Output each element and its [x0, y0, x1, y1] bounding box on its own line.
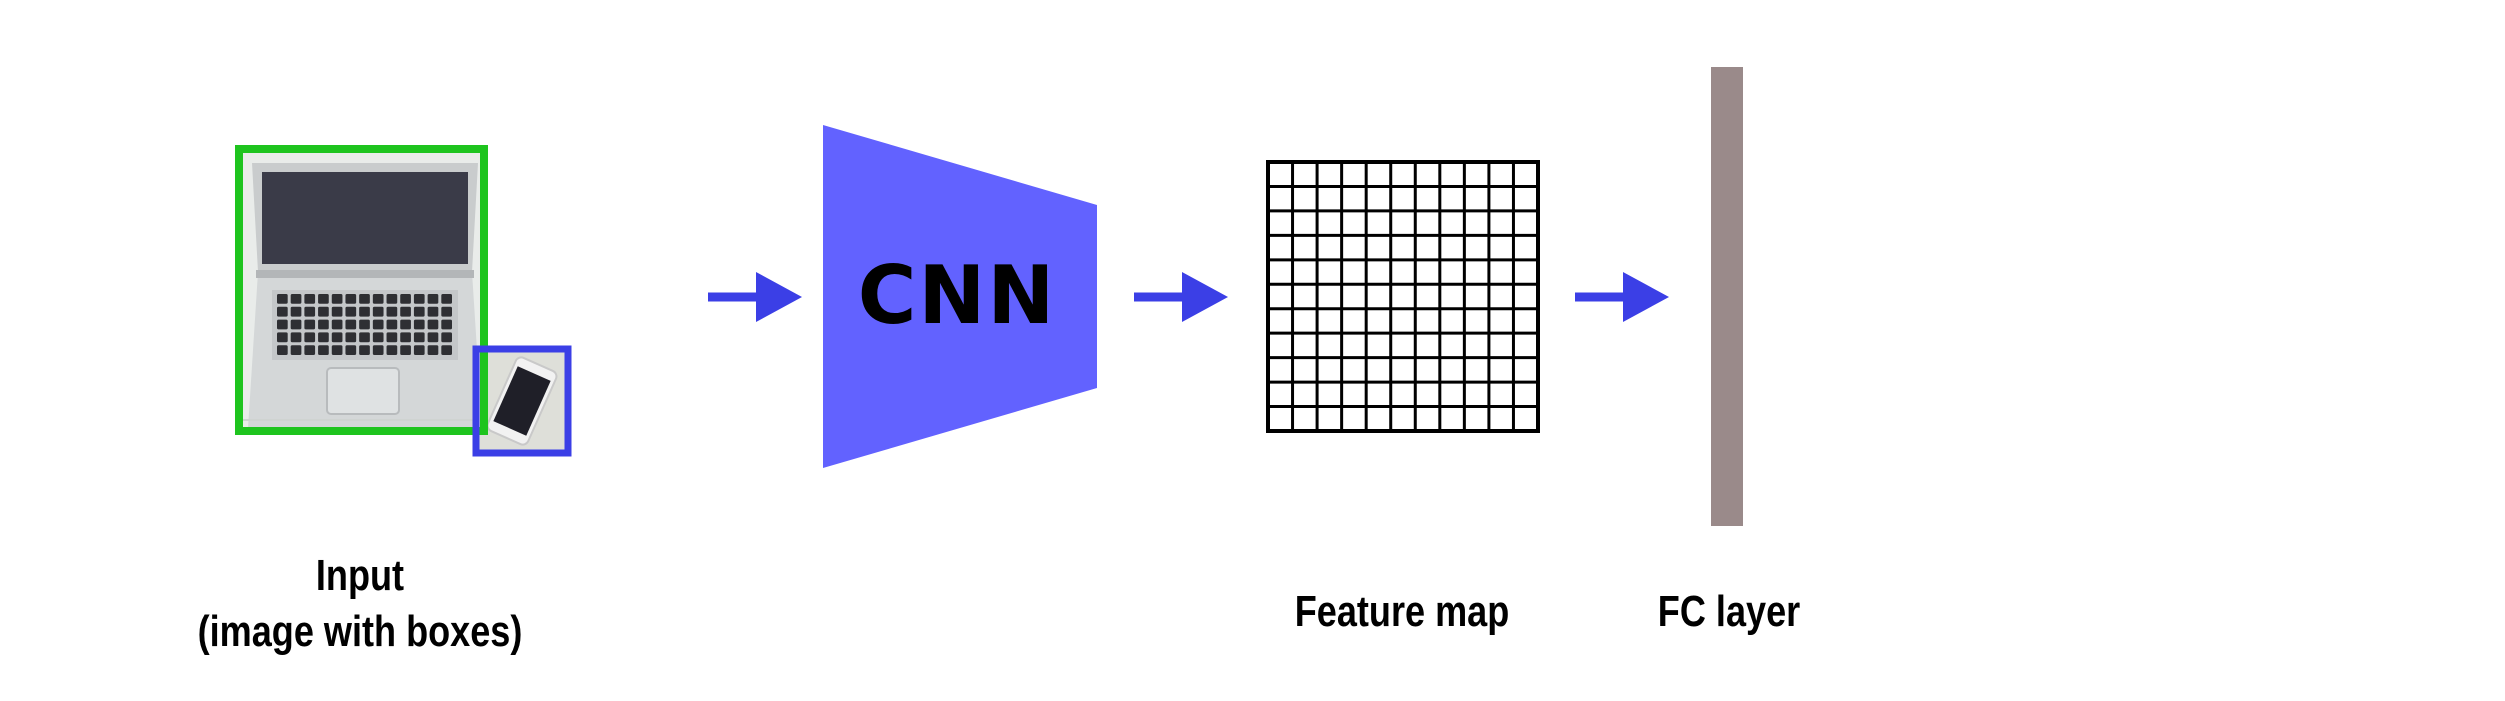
keyboard-key — [400, 306, 411, 317]
keyboard-key — [359, 345, 370, 355]
laptop-trackpad — [326, 367, 400, 415]
keyboard-key — [331, 319, 343, 330]
cnn-block: CNN — [823, 125, 1097, 468]
keyboard-key — [441, 294, 452, 304]
keyboard-key — [441, 345, 452, 355]
keyboard-key — [372, 319, 384, 330]
input-image — [235, 145, 572, 457]
keyboard-key — [386, 345, 398, 355]
arrow-cnn-to-feature-map — [1134, 272, 1228, 322]
keyboard-key — [277, 319, 288, 330]
keyboard-key — [345, 332, 357, 343]
input-label-line1: Input — [315, 551, 405, 600]
keyboard-key — [372, 294, 384, 304]
keyboard-key — [290, 294, 302, 304]
keyboard-key — [441, 319, 452, 330]
keyboard-key — [304, 332, 316, 343]
fc-layer-bar — [1711, 67, 1743, 526]
keyboard-key — [359, 332, 370, 343]
phone — [486, 356, 558, 446]
feature-map-border — [1266, 160, 1540, 433]
keyboard-key — [400, 345, 411, 355]
keyboard-key — [427, 345, 439, 355]
keyboard-key — [413, 319, 425, 330]
keyboard-key — [290, 332, 302, 343]
keyboard-key — [372, 306, 384, 317]
keyboard-key — [318, 294, 329, 304]
arrow-input-to-cnn — [708, 272, 802, 322]
laptop-bounding-box — [235, 145, 488, 435]
keyboard-key — [345, 306, 357, 317]
keyboard-key — [427, 306, 439, 317]
keyboard-key — [359, 306, 370, 317]
keyboard-key — [318, 345, 329, 355]
keyboard-key — [386, 332, 398, 343]
keyboard-key — [277, 306, 288, 317]
input-label-line2: (image with boxes) — [197, 607, 523, 656]
keyboard-key — [331, 306, 343, 317]
keyboard-key — [386, 294, 398, 304]
keyboard-key — [427, 319, 439, 330]
keyboard-key — [345, 294, 357, 304]
keyboard-key — [359, 319, 370, 330]
keyboard-key — [318, 319, 329, 330]
laptop-keyboard — [277, 294, 452, 355]
keyboard-key — [441, 332, 452, 343]
keyboard-key — [277, 332, 288, 343]
keyboard-key — [372, 345, 384, 355]
keyboard-key — [345, 345, 357, 355]
keyboard-key — [304, 294, 316, 304]
keyboard-key — [318, 332, 329, 343]
feature-map-label: Feature map — [1294, 587, 1510, 636]
keyboard-key — [441, 306, 452, 317]
keyboard-key — [290, 319, 302, 330]
keyboard-key — [413, 306, 425, 317]
keyboard-key — [345, 319, 357, 330]
keyboard-key — [400, 294, 411, 304]
laptop-screen — [262, 172, 468, 264]
keyboard-key — [277, 345, 288, 355]
keyboard-key — [413, 345, 425, 355]
keyboard-key — [304, 306, 316, 317]
keyboard-key — [304, 319, 316, 330]
feature-map-grid — [1266, 160, 1540, 433]
keyboard-key — [331, 294, 343, 304]
keyboard-key — [413, 332, 425, 343]
arrow-feature-map-to-fc — [1575, 272, 1669, 322]
keyboard-key — [427, 332, 439, 343]
keyboard-key — [372, 332, 384, 343]
keyboard-key — [413, 294, 425, 304]
phone-bounding-box — [472, 345, 572, 457]
keyboard-key — [427, 294, 439, 304]
keyboard-key — [304, 345, 316, 355]
keyboard-key — [318, 306, 329, 317]
keyboard-key — [386, 319, 398, 330]
keyboard-key — [400, 332, 411, 343]
keyboard-key — [386, 306, 398, 317]
keyboard-key — [290, 306, 302, 317]
fc-layer-label: FC layer — [1657, 587, 1801, 636]
keyboard-key — [290, 345, 302, 355]
cnn-label: CNN — [858, 249, 1057, 342]
keyboard-key — [277, 294, 288, 304]
laptop-hinge — [256, 270, 474, 278]
input-label: Input (image with boxes) — [180, 548, 541, 660]
keyboard-key — [331, 332, 343, 343]
keyboard-key — [359, 294, 370, 304]
cnn-trapezoid — [823, 125, 1097, 468]
keyboard-key — [400, 319, 411, 330]
keyboard-key — [331, 345, 343, 355]
